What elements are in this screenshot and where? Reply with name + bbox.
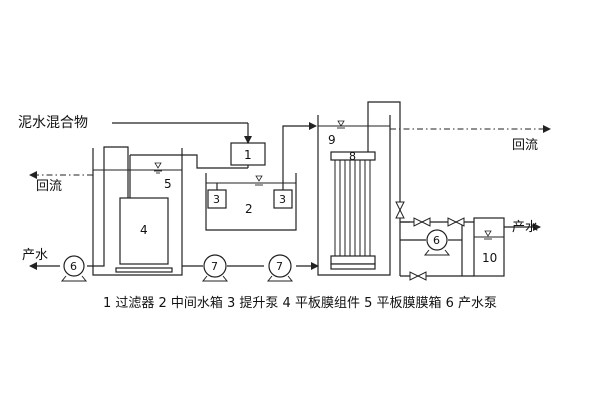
product-pump-6-left — [60, 255, 88, 282]
label-return-left: 回流 — [36, 179, 62, 194]
label-number-7-left: 7 — [211, 260, 218, 273]
label-number-3-left: 3 — [213, 193, 220, 206]
label-mixture: 泥水混合物 — [18, 115, 88, 131]
label-return-right: 回流 — [512, 138, 538, 153]
pipework — [29, 101, 541, 277]
label-number-2: 2 — [245, 202, 253, 216]
flat-membrane-module-4 — [119, 197, 169, 265]
membrane-tank-5 — [92, 148, 183, 276]
label-number-6-right: 6 — [433, 234, 440, 247]
label-number-8: 8 — [349, 150, 356, 163]
flat-membrane-module-8 — [330, 151, 376, 270]
product-pump-6-right — [423, 229, 451, 256]
label-number-4: 4 — [140, 223, 148, 237]
aerator-bar — [115, 267, 173, 273]
label-number-7-right: 7 — [276, 260, 283, 273]
transfer-pump-7-left — [201, 254, 229, 282]
label-number-9: 9 — [328, 133, 336, 147]
label-product-left: 产水 — [22, 248, 48, 263]
product-tank-10 — [473, 217, 505, 277]
transfer-pump-7-right — [266, 254, 294, 282]
label-number-6-left: 6 — [70, 260, 77, 273]
label-number-1: 1 — [244, 148, 252, 162]
label-product-right: 产水 — [512, 220, 538, 235]
valves — [395, 201, 465, 281]
label-number-5: 5 — [164, 177, 172, 191]
membrane-tank-9 — [317, 115, 391, 276]
legend-caption: 1 过滤器 2 中间水箱 3 提升泵 4 平板膜组件 5 平板膜膜箱 6 产水泵 — [102, 296, 498, 311]
label-number-10: 10 — [482, 251, 497, 265]
label-number-3-right: 3 — [279, 193, 286, 206]
intermediate-tank-2 — [205, 173, 297, 231]
